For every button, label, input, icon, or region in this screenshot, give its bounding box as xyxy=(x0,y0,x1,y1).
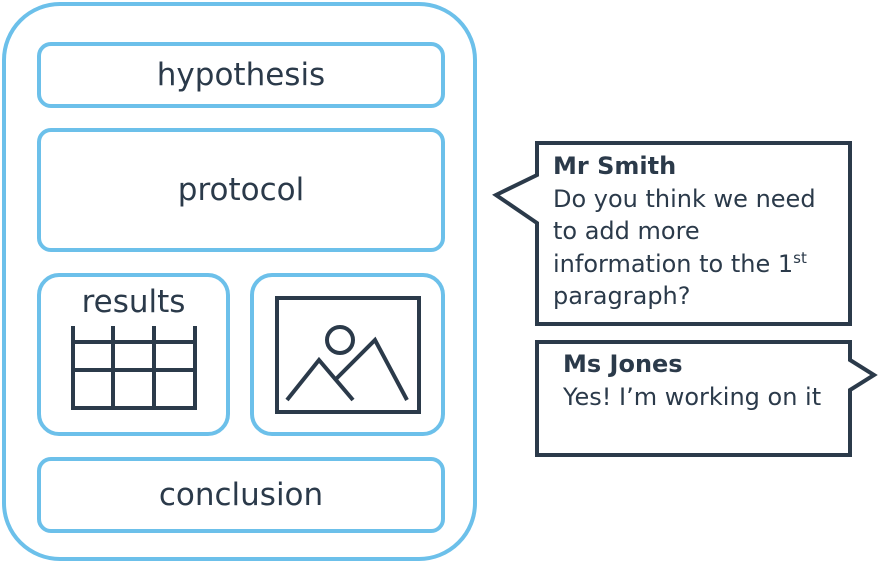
comment-bubble-smith xyxy=(492,141,852,326)
comment-smith: Mr Smith Do you think we need to add mor… xyxy=(553,150,843,313)
hypothesis-section: hypothesis xyxy=(37,42,445,108)
results-section: results xyxy=(37,273,230,436)
conclusion-section: conclusion xyxy=(37,457,445,533)
comment-bubble-jones xyxy=(535,340,878,457)
protocol-section: protocol xyxy=(37,128,445,252)
comment-jones: Ms Jones Yes! I’m working on it xyxy=(563,348,833,413)
comment-message: Yes! I’m working on it xyxy=(563,382,822,411)
results-label: results xyxy=(81,284,186,320)
protocol-label: protocol xyxy=(177,172,305,208)
table-icon xyxy=(70,326,197,410)
comment-sender: Ms Jones xyxy=(563,350,683,378)
comment-message: Do you think we need to add more informa… xyxy=(553,184,816,311)
hypothesis-label: hypothesis xyxy=(156,57,326,93)
image-icon xyxy=(274,295,421,414)
comment-sender: Mr Smith xyxy=(553,152,677,180)
conclusion-label: conclusion xyxy=(158,477,324,513)
image-section xyxy=(250,273,445,436)
document-outline xyxy=(2,2,477,561)
